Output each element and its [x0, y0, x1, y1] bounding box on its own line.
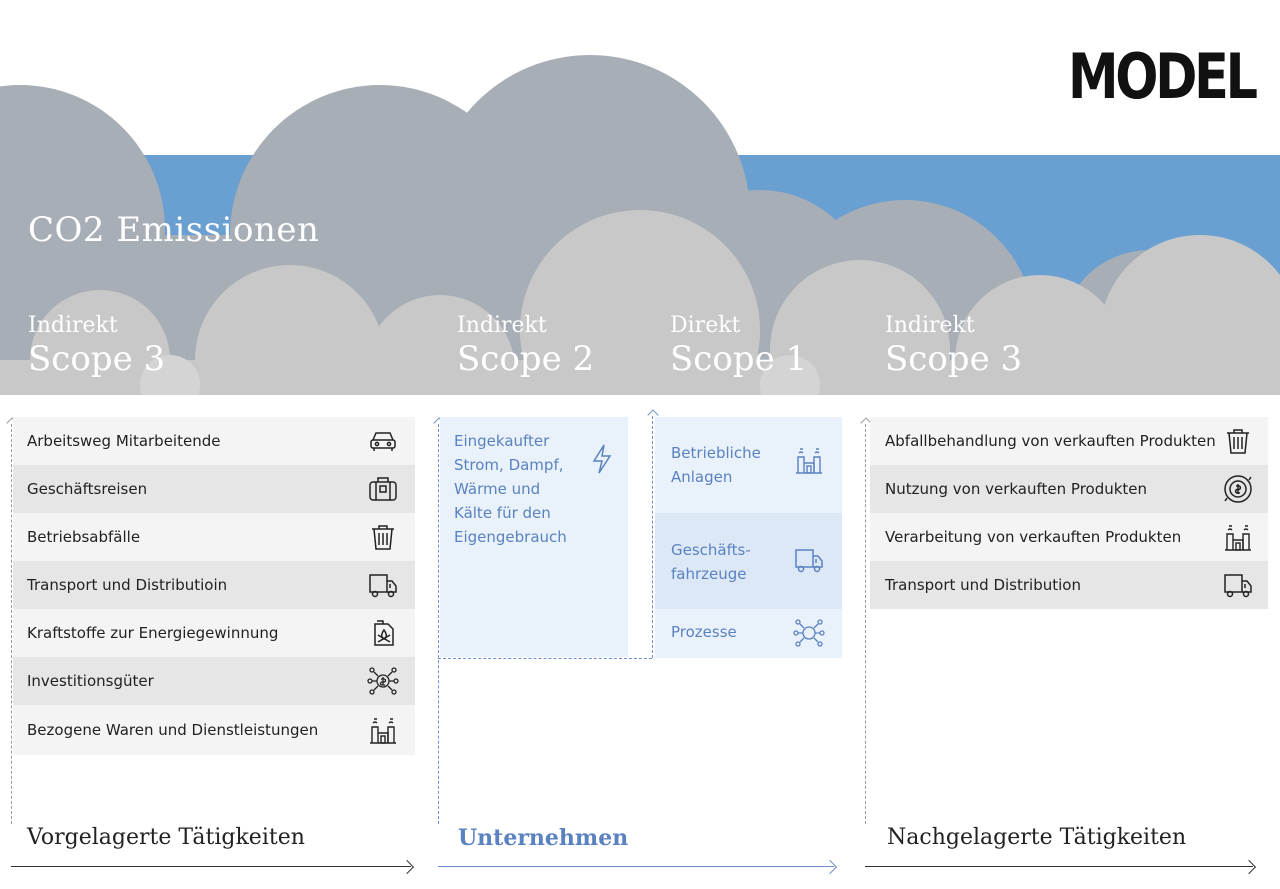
- page-title: CO2 Emissionen: [28, 210, 320, 250]
- list-item-processing: Verarbeitung von verkauften Produkten: [870, 513, 1268, 561]
- scope1-line: Geschäfts-: [671, 541, 751, 559]
- company-footer-label: Unternehmen: [458, 825, 629, 851]
- dollar-cycle-icon: [1220, 471, 1256, 507]
- scope-name: Scope 1: [670, 339, 808, 379]
- list-item-business-travel: Geschäftsreisen: [13, 465, 415, 513]
- list-item-commute: Arbeitsweg Mitarbeitende: [13, 417, 415, 465]
- suitcase-icon: [365, 471, 401, 507]
- company-axis-arrow: [438, 866, 834, 867]
- list-item-capital-goods: Investitionsgüter: [13, 657, 415, 705]
- scope-kind: Indirekt: [885, 313, 975, 338]
- scope-name: Scope 3: [28, 339, 166, 379]
- scope2-line: Strom, Dampf,: [454, 456, 564, 474]
- item-label: Abfallbehandlung von verkauften Produkte…: [885, 432, 1216, 450]
- trash-icon: [1220, 423, 1256, 459]
- list-item-distribution: Transport und Distribution: [870, 561, 1268, 609]
- downstream-axis-arrow: [865, 866, 1253, 867]
- scope2-line: Wärme und: [454, 480, 541, 498]
- scope2-line: Eingekaufter: [454, 432, 550, 450]
- item-label: Arbeitsweg Mitarbeitende: [27, 432, 221, 450]
- item-label: Bezogene Waren und Dienstleistungen: [27, 721, 319, 739]
- scope1-text: Geschäfts- fahrzeuge: [671, 538, 826, 586]
- item-label: Transport und Distributioin: [27, 576, 228, 594]
- list-item-operational-waste: Betriebsabfälle: [13, 513, 415, 561]
- downstream-dashed-guide: [865, 424, 866, 824]
- item-label: Verarbeitung von verkauften Produkten: [885, 528, 1182, 546]
- scope1-box-processes: Prozesse: [655, 609, 842, 658]
- fuel-can-icon: [365, 615, 401, 651]
- upstream-footer-label: Vorgelagerte Tätigkeiten: [27, 825, 305, 850]
- scope1-box-facilities: Betriebliche Anlagen: [655, 417, 842, 513]
- item-label: Investitionsgüter: [27, 672, 154, 690]
- company-dashed-guide-left: [438, 424, 439, 824]
- cloud-header-illustration: [0, 0, 1280, 395]
- downstream-arrow-head: [1241, 859, 1257, 875]
- item-label: Geschäftsreisen: [27, 480, 148, 498]
- car-icon: [365, 423, 401, 459]
- scope1-line: Prozesse: [671, 623, 737, 641]
- item-label: Betriebsabfälle: [27, 528, 141, 546]
- item-label: Nutzung von verkauften Produkten: [885, 480, 1148, 498]
- scope2-line: Eigengebrauch: [454, 528, 567, 546]
- scope2-text: Eingekaufter Strom, Dampf, Wärme und Käl…: [454, 429, 614, 549]
- lightning-icon: [584, 441, 620, 477]
- factory-icon: [791, 442, 827, 478]
- scope2-line: Kälte für den: [454, 504, 551, 522]
- list-item-product-use: Nutzung von verkauften Produkten: [870, 465, 1268, 513]
- trash-icon: [365, 519, 401, 555]
- scope1-text: Betriebliche Anlagen: [671, 441, 826, 489]
- scope-kind: Indirekt: [457, 313, 547, 338]
- scope-heading-downstream: Indirekt Scope 3: [885, 313, 1022, 379]
- company-dashed-guide-mid: [652, 416, 653, 658]
- scope-name: Scope 3: [885, 339, 1023, 379]
- truck-icon: [365, 567, 401, 603]
- company-arrow-head: [822, 859, 838, 875]
- factory-icon: [365, 712, 401, 748]
- scope2-dashed-bottom: [438, 658, 652, 659]
- scope-heading-scope1: Direkt Scope 1: [670, 313, 807, 379]
- item-label: Kraftstoffe zur Energiegewinnung: [27, 624, 279, 642]
- upstream-dashed-guide: [11, 424, 12, 824]
- upstream-axis-arrow: [11, 866, 411, 867]
- scope1-line: Betriebliche: [671, 444, 761, 462]
- money-network-icon: [365, 663, 401, 699]
- factory-icon: [1220, 519, 1256, 555]
- list-item-purchased-goods: Bezogene Waren und Dienstleistungen: [13, 705, 415, 755]
- model-logo: MODEL: [1068, 40, 1258, 113]
- scope-kind: Direkt: [670, 313, 741, 338]
- list-item-waste-treatment: Abfallbehandlung von verkauften Produkte…: [870, 417, 1268, 465]
- scope-heading-scope2: Indirekt Scope 2: [457, 313, 594, 379]
- list-item-transport: Transport und Distributioin: [13, 561, 415, 609]
- truck-icon: [1220, 567, 1256, 603]
- truck-icon: [791, 542, 827, 578]
- scope-heading-upstream: Indirekt Scope 3: [28, 313, 165, 379]
- scope1-box-vehicles: Geschäfts- fahrzeuge: [655, 513, 842, 609]
- list-item-fuels: Kraftstoffe zur Energiegewinnung: [13, 609, 415, 657]
- scope-name: Scope 2: [457, 339, 595, 379]
- process-network-icon: [791, 615, 827, 651]
- scope2-box: Eingekaufter Strom, Dampf, Wärme und Käl…: [440, 417, 628, 657]
- scope1-line: Anlagen: [671, 468, 733, 486]
- scope1-text: Prozesse: [671, 620, 826, 644]
- upstream-arrow-head: [399, 859, 415, 875]
- item-label: Transport und Distribution: [885, 576, 1081, 594]
- scope1-line: fahrzeuge: [671, 565, 747, 583]
- downstream-footer-label: Nachgelagerte Tätigkeiten: [887, 825, 1187, 850]
- scope-kind: Indirekt: [28, 313, 118, 338]
